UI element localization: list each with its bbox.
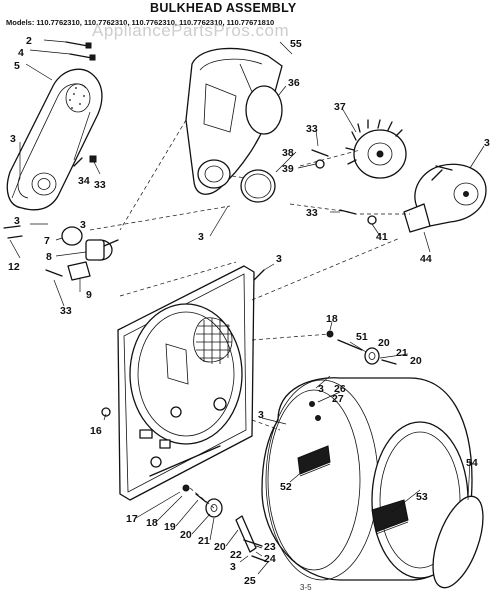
label-37: 37 [334,101,346,113]
label-3b: 3 [198,231,204,243]
watermark: AppliancePartsPros.com [92,21,289,40]
label-16: 16 [90,425,102,437]
label-18b: 18 [146,517,158,529]
label-7: 7 [44,235,50,247]
clip-41 [367,215,377,225]
label-27: 27 [332,393,344,405]
label-41: 41 [376,231,388,243]
label-3i: 3 [230,561,236,573]
label-20d: 20 [214,541,226,553]
label-53: 53 [416,491,428,503]
label-3f: 3 [276,253,282,265]
label-23: 23 [264,541,276,553]
label-3c: 3 [484,137,490,149]
label-3e: 3 [80,219,86,231]
drum-roller-right [326,330,397,365]
label-3d: 3 [14,215,20,227]
label-26: 26 [334,383,346,395]
label-17: 17 [126,513,138,525]
top-screws [65,41,96,61]
screw-3c [435,165,453,171]
label-9: 9 [86,289,92,301]
label-25: 25 [244,575,256,587]
label-33c: 33 [306,207,318,219]
label-55: 55 [290,38,302,50]
screw-33d [45,269,63,277]
label-54: 54 [466,457,478,469]
blower-wheel-37 [345,119,407,179]
label-22: 22 [230,549,242,561]
label-24: 24 [264,553,276,565]
front-duct-part [185,47,283,195]
label-5: 5 [14,60,20,72]
label-34: 34 [78,175,90,187]
label-33d: 33 [60,305,72,317]
blower-housing-44 [403,163,487,233]
diagram-title: BULKHEAD ASSEMBLY [150,1,297,15]
label-39: 39 [282,163,294,175]
front-bulkhead-panel [117,265,255,501]
fastener-16 [101,407,111,417]
label-51: 51 [356,331,368,343]
label-12: 12 [8,261,20,273]
screw-34 [73,157,83,167]
label-3h: 3 [258,409,264,421]
blower-seal-38 [240,169,276,203]
rear-panel-part [6,68,103,211]
page-footer: 3-5 [300,583,312,592]
label-52: 52 [280,481,292,493]
screw-33a [311,149,329,157]
models-line: Models: 110.7762310, 110.7762310, 110.77… [6,18,274,27]
label-20c: 20 [180,529,192,541]
label-20a: 20 [378,337,390,349]
label-38: 38 [282,147,294,159]
leader-lines [9,39,485,575]
label-4: 4 [18,47,24,59]
drum-seal-54 [432,495,484,589]
screw-3f [253,269,265,281]
part-labels: 2 4 5 55 36 37 33 3 34 33 38 39 3 33 41 … [8,35,490,587]
label-20b: 20 [410,355,422,367]
label-3a: 3 [10,133,16,145]
label-33a: 33 [306,123,318,135]
label-3g: 3 [318,383,324,395]
thermostat-parts [3,225,119,281]
label-19: 19 [164,521,176,533]
label-8: 8 [46,251,52,263]
label-33b: 33 [94,179,106,191]
label-21b: 21 [198,535,210,547]
label-44: 44 [420,253,432,265]
label-36: 36 [288,77,300,89]
duct-gasket-36 [245,85,283,135]
label-2: 2 [26,35,32,47]
label-21a: 21 [396,347,408,359]
screw-33b-head [89,155,97,163]
label-18a: 18 [326,313,338,325]
